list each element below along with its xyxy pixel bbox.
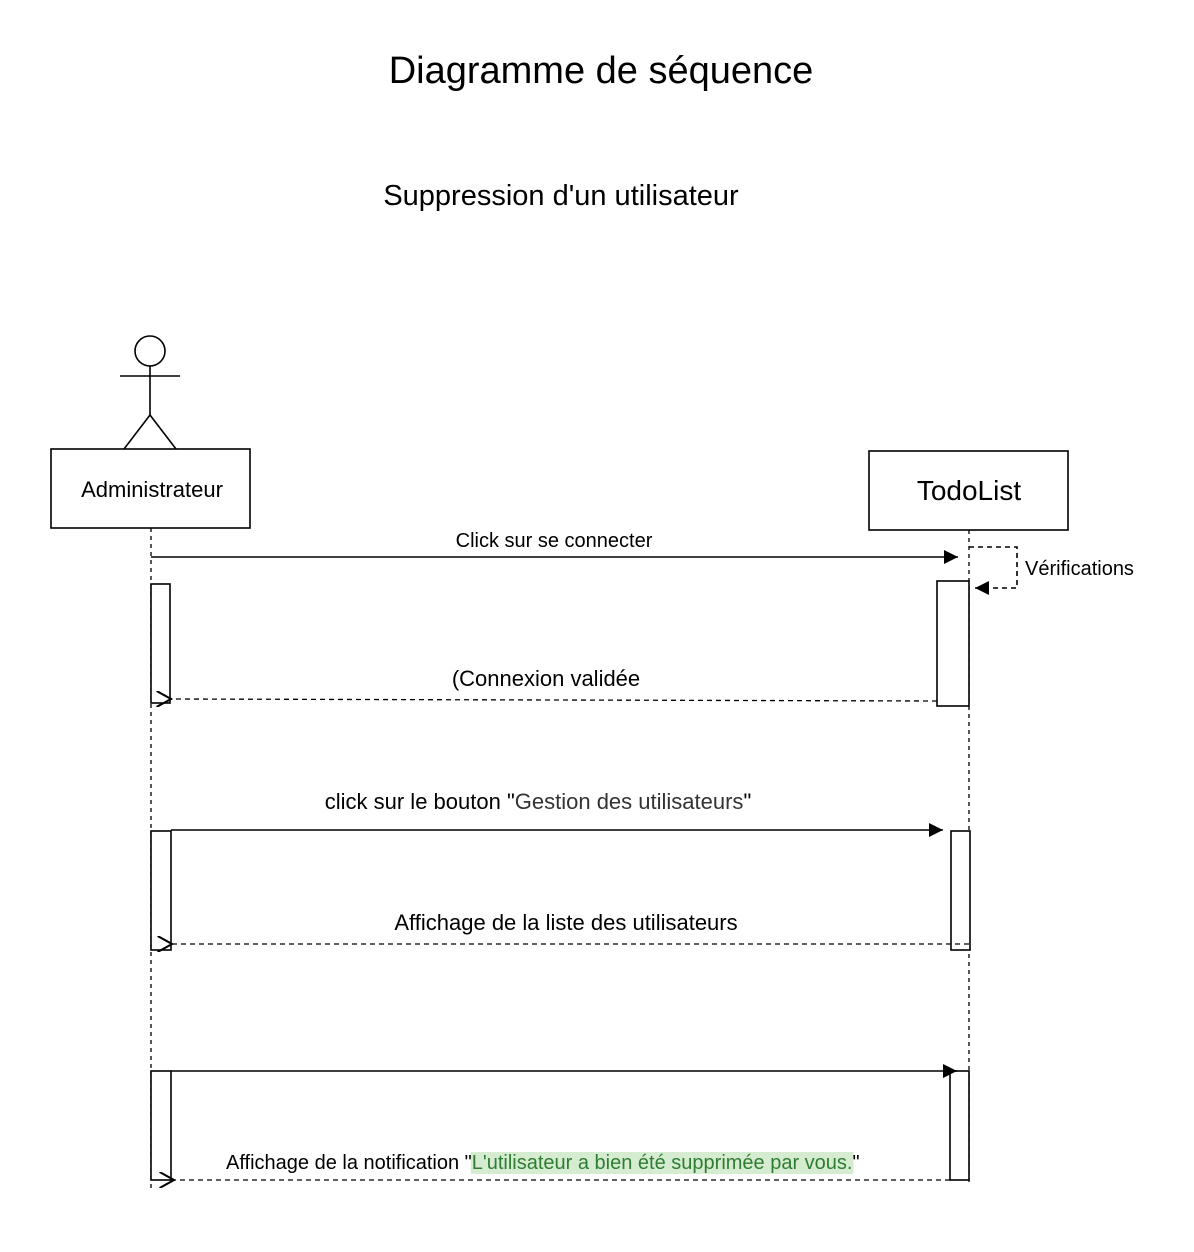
message-5: Affichage de la liste des utilisateurs (172, 910, 969, 944)
participant-administrateur-label: Administrateur (81, 477, 223, 502)
activation-bar-todolist-2 (950, 830, 971, 951)
participant-administrateur: Administrateur (50, 448, 251, 529)
message-4-highlight: Gestion des utilisateurs (515, 789, 744, 814)
message-7-text: Affichage de la notification " (226, 1152, 472, 1174)
diagram-title: Diagramme de séquence (389, 50, 814, 92)
message-4-end: " (743, 789, 751, 814)
message-3-arrow (171, 699, 938, 701)
actor-icon (120, 335, 180, 450)
diagram-subtitle: Suppression d'un utilisateur (383, 180, 739, 212)
message-3-text: Connexion validée (459, 666, 640, 691)
message-2-label: Vérifications (1025, 558, 1134, 580)
message-7: Affichage de la notification "L'utilisat… (174, 1152, 950, 1180)
participant-todolist-label: TodoList (917, 475, 1022, 506)
activation-bar-administrateur-3 (150, 1070, 172, 1181)
message-7-label: Affichage de la notification "L'utilisat… (226, 1152, 860, 1174)
message-3-prefix: ( (452, 666, 460, 691)
activation-bar-administrateur-1 (150, 583, 171, 704)
message-4-label: click sur le bouton "Gestion des utilisa… (325, 789, 752, 814)
message-3-label: (Connexion validée (452, 666, 640, 691)
message-3: (Connexion validée (171, 666, 938, 701)
message-7-end: " (852, 1152, 859, 1174)
message-2-arrow (969, 546, 1018, 595)
participant-todolist: TodoList (868, 450, 1069, 531)
message-4-text: click sur le bouton " (325, 789, 515, 814)
message-1: Click sur se connecter (151, 530, 958, 564)
message-7-highlight: L'utilisateur a bien été supprimée par v… (472, 1152, 853, 1174)
message-5-label: Affichage de la liste des utilisateurs (394, 910, 737, 935)
activation-bar-todolist-1 (936, 580, 970, 707)
message-2: Vérifications (969, 546, 1134, 595)
activation-bar-todolist-3 (949, 1070, 970, 1181)
activation-bar-administrateur-2 (150, 830, 172, 951)
message-4: click sur le bouton "Gestion des utilisa… (171, 789, 943, 837)
message-7-highlight-bg (470, 1152, 854, 1174)
message-1-label: Click sur se connecter (456, 530, 653, 552)
